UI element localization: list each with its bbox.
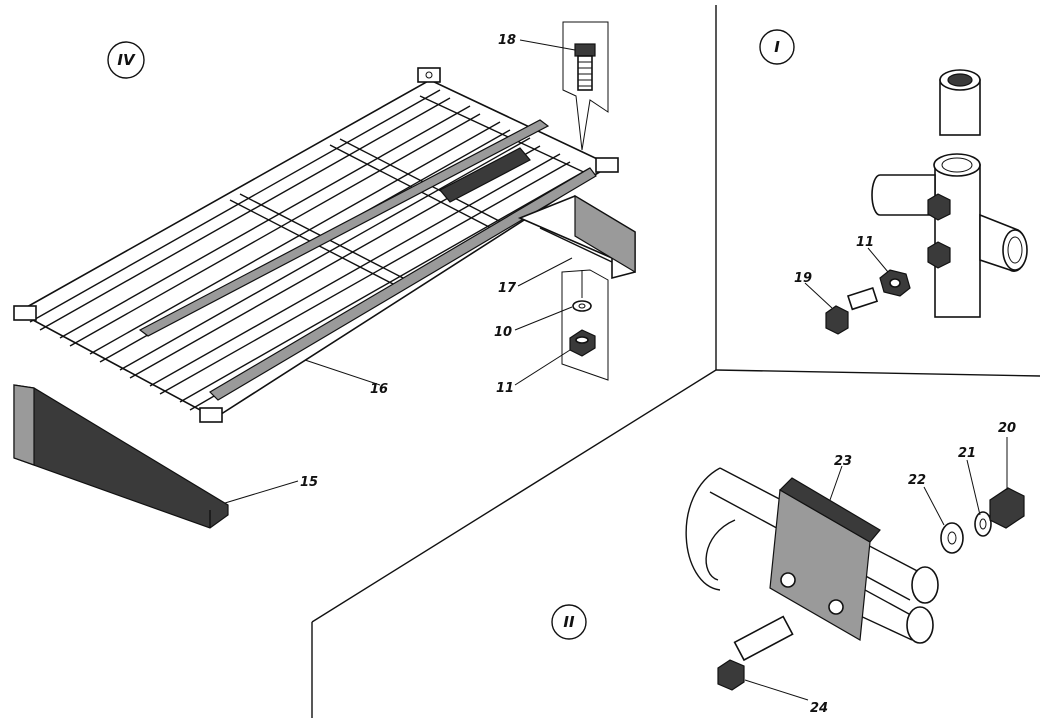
callout-labels: 18 17 10 11 16 15 11 19 23 22 21 20 24 [300,33,1016,716]
pipe-clamp-assembly [685,467,1025,691]
callout-21: 21 [958,446,976,461]
callout-24: 24 [810,701,828,716]
bolt-18-inset [562,21,609,151]
svg-text:IV: IV [117,51,136,69]
bracket-17 [517,194,636,280]
bracket-15 [13,384,229,529]
grate-shading [138,119,597,401]
callout-15: 15 [300,475,318,490]
callout-10: 10 [494,325,512,340]
callout-18: 18 [498,33,516,48]
callout-23: 23 [834,454,852,469]
view-label-iv: IV [107,41,145,79]
pipe-tee-assembly [825,69,1028,335]
grate-platform [13,67,619,423]
callout-16: 16 [370,382,388,397]
svg-text:II: II [563,613,575,631]
callout-20: 20 [998,421,1016,436]
leader-lines [224,39,1008,701]
callout-19: 19 [794,271,812,286]
section-dividers [311,5,1040,718]
washer-nut-inset [561,269,609,381]
callout-11-view-iv: 11 [496,381,514,396]
callout-22: 22 [908,473,926,488]
callout-17: 17 [498,281,517,296]
view-label-i: I [759,29,795,65]
svg-text:I: I [774,38,780,56]
callout-11-view-i: 11 [856,235,874,250]
view-label-ii: II [551,604,587,640]
